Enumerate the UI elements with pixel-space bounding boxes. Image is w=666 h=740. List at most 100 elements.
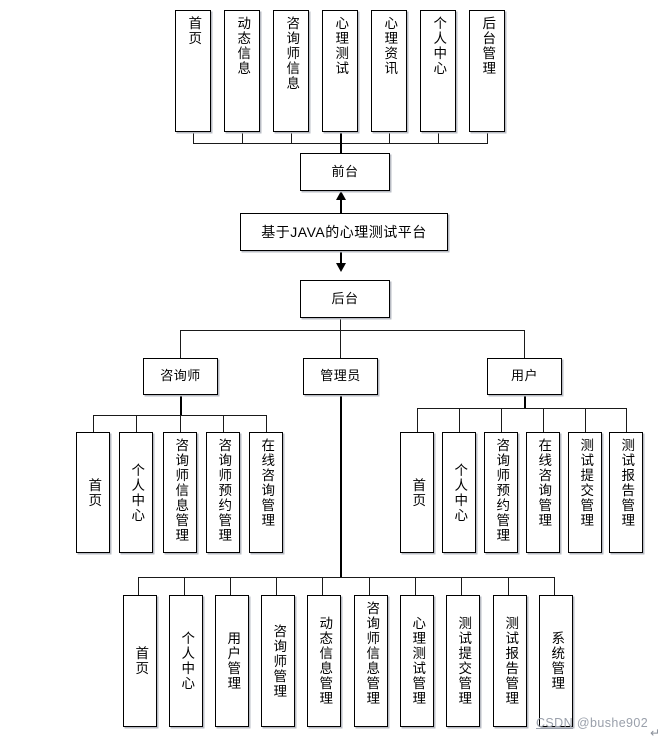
counselor-item-0: 首页 bbox=[76, 432, 110, 553]
user-drop-3 bbox=[543, 408, 544, 432]
admin-drop-6 bbox=[415, 577, 416, 595]
user-stem bbox=[524, 395, 526, 408]
user-item-3: 在线咨询管理 bbox=[526, 432, 560, 553]
admin-item-label: 测试报告管理 bbox=[503, 616, 519, 706]
user-drop-5 bbox=[626, 408, 627, 432]
counselor-drop-4 bbox=[266, 415, 267, 432]
role-label: 用户 bbox=[510, 368, 538, 384]
counselor-stem bbox=[180, 395, 182, 415]
frontend-drop-6 bbox=[487, 132, 488, 144]
frontend-drop-1 bbox=[242, 132, 243, 144]
admin-drop-9 bbox=[554, 577, 555, 595]
counselor-item-label: 个人中心 bbox=[129, 462, 145, 523]
admin-drop-8 bbox=[508, 577, 509, 595]
watermark: CSDN @bushe902 bbox=[536, 716, 648, 730]
admin-drop-0 bbox=[138, 577, 139, 595]
user-item-label: 在线咨询管理 bbox=[536, 438, 552, 528]
role-node-counselor: 咨询师 bbox=[143, 358, 218, 395]
platform-to-frontend-line bbox=[340, 200, 342, 213]
counselor-bus bbox=[93, 415, 266, 416]
admin-item-label: 系统管理 bbox=[549, 631, 565, 691]
admin-item-0: 首页 bbox=[123, 595, 157, 727]
frontend-drop-3 bbox=[340, 132, 342, 144]
role-drop-user bbox=[524, 330, 525, 358]
admin-item-7: 测试提交管理 bbox=[446, 595, 480, 727]
admin-item-label: 测试提交管理 bbox=[456, 616, 472, 706]
user-item-label: 测试提交管理 bbox=[578, 438, 594, 528]
frontend-drop-5 bbox=[438, 132, 439, 144]
counselor-item-2: 咨询师信息管理 bbox=[163, 432, 197, 553]
role-node-admin: 管理员 bbox=[303, 358, 378, 395]
admin-bus bbox=[138, 577, 554, 578]
watermark-user: @bushe902 bbox=[576, 716, 649, 730]
role-drop-admin bbox=[340, 330, 341, 358]
admin-item-label: 动态信息管理 bbox=[317, 616, 333, 706]
admin-drop-7 bbox=[461, 577, 462, 595]
user-drop-4 bbox=[585, 408, 586, 432]
admin-item-9: 系统管理 bbox=[539, 595, 573, 727]
admin-item-label: 用户管理 bbox=[225, 631, 241, 691]
role-bus bbox=[180, 330, 524, 331]
admin-item-label: 个人中心 bbox=[179, 631, 195, 691]
frontend-item-label: 首页 bbox=[186, 16, 202, 46]
user-item-label: 测试报告管理 bbox=[619, 438, 635, 528]
admin-item-label: 咨询师信息管理 bbox=[364, 601, 380, 706]
pilcrow-mark: ↵ bbox=[650, 726, 661, 740]
counselor-item-4: 在线咨询管理 bbox=[249, 432, 283, 553]
frontend-item-label: 心理测试 bbox=[333, 16, 349, 76]
counselor-item-3: 咨询师预约管理 bbox=[206, 432, 240, 553]
user-item-label: 咨询师预约管理 bbox=[494, 438, 510, 543]
frontend-item-2: 咨询师信息 bbox=[273, 10, 309, 132]
counselor-item-label: 咨询师信息管理 bbox=[173, 438, 189, 543]
admin-item-3: 咨询师管理 bbox=[261, 595, 295, 727]
admin-item-4: 动态信息管理 bbox=[307, 595, 341, 727]
frontend-bus-stem bbox=[340, 143, 342, 155]
backend-stem bbox=[340, 318, 341, 330]
backend-node: 后台 bbox=[300, 280, 390, 318]
frontend-item-6: 后台管理 bbox=[469, 10, 505, 132]
user-item-5: 测试报告管理 bbox=[609, 432, 643, 553]
counselor-item-label: 首页 bbox=[86, 477, 102, 508]
frontend-item-5: 个人中心 bbox=[420, 10, 456, 132]
counselor-item-label: 咨询师预约管理 bbox=[216, 438, 232, 543]
admin-item-label: 咨询师管理 bbox=[271, 623, 287, 699]
counselor-drop-2 bbox=[180, 415, 181, 432]
user-bus bbox=[417, 408, 626, 409]
user-drop-2 bbox=[501, 408, 502, 432]
frontend-item-3: 心理测试 bbox=[322, 10, 358, 132]
frontend-node: 前台 bbox=[300, 153, 390, 191]
frontend-item-label: 动态信息 bbox=[235, 16, 251, 76]
role-drop-counselor bbox=[180, 330, 181, 358]
frontend-drop-2 bbox=[291, 132, 292, 144]
admin-drop-3 bbox=[276, 577, 277, 595]
platform-node: 基于JAVA的心理测试平台 bbox=[240, 213, 448, 251]
watermark-site: CSDN bbox=[536, 716, 574, 730]
admin-drop-1 bbox=[184, 577, 185, 595]
admin-stem bbox=[340, 395, 342, 577]
counselor-drop-0 bbox=[93, 415, 94, 432]
user-item-4: 测试提交管理 bbox=[568, 432, 602, 553]
frontend-item-label: 心理资讯 bbox=[382, 16, 398, 76]
role-label: 咨询师 bbox=[160, 368, 201, 384]
admin-item-label: 首页 bbox=[133, 646, 149, 676]
counselor-item-1: 个人中心 bbox=[119, 432, 153, 553]
admin-item-1: 个人中心 bbox=[169, 595, 203, 727]
frontend-item-label: 后台管理 bbox=[480, 16, 496, 76]
admin-drop-4 bbox=[322, 577, 323, 595]
frontend-drop-0 bbox=[193, 132, 194, 144]
frontend-item-1: 动态信息 bbox=[224, 10, 260, 132]
platform-node-label: 基于JAVA的心理测试平台 bbox=[261, 223, 427, 240]
user-item-2: 咨询师预约管理 bbox=[484, 432, 518, 553]
user-drop-0 bbox=[417, 408, 418, 432]
admin-item-8: 测试报告管理 bbox=[493, 595, 527, 727]
counselor-item-label: 在线咨询管理 bbox=[259, 438, 275, 528]
frontend-item-4: 心理资讯 bbox=[371, 10, 407, 132]
backend-node-label: 后台 bbox=[331, 290, 359, 306]
admin-drop-2 bbox=[230, 577, 231, 595]
user-item-label: 个人中心 bbox=[452, 462, 468, 523]
user-item-label: 首页 bbox=[410, 477, 426, 508]
admin-item-2: 用户管理 bbox=[215, 595, 249, 727]
admin-item-6: 心理测试管理 bbox=[400, 595, 434, 727]
admin-item-5: 咨询师信息管理 bbox=[354, 595, 388, 727]
